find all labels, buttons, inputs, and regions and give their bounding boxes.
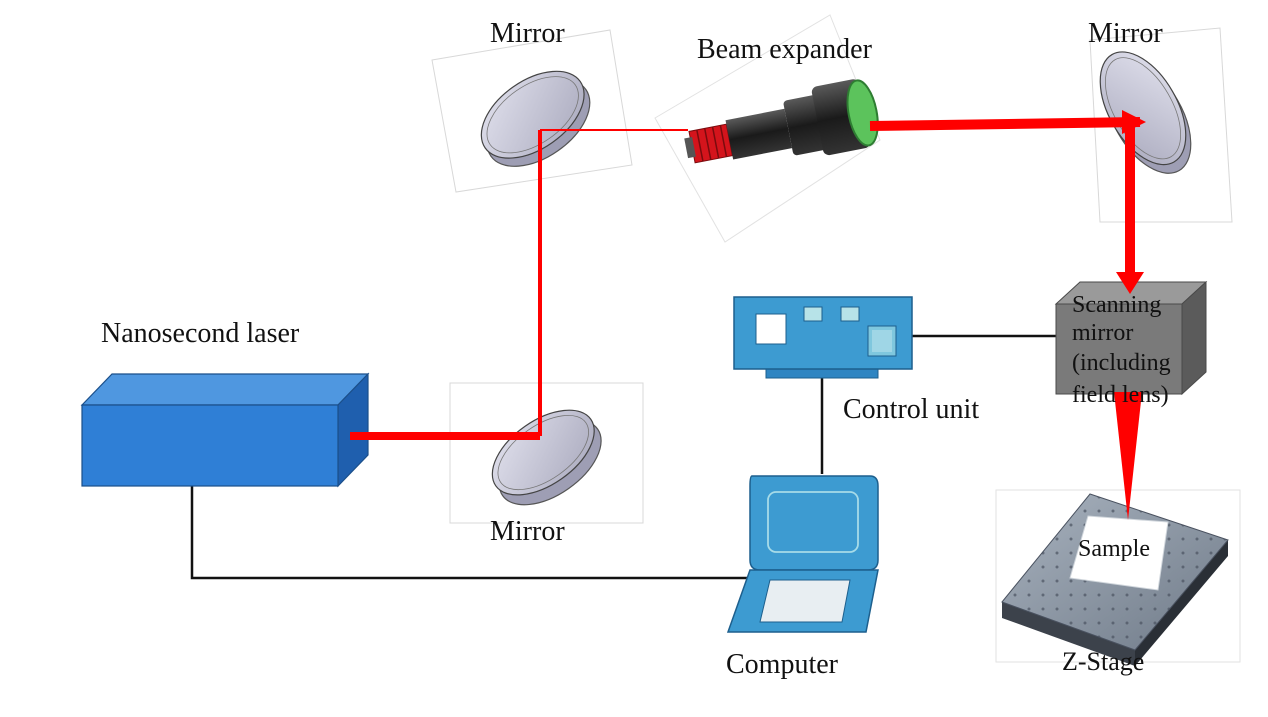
laser-beam-path bbox=[350, 110, 1146, 520]
label-z-stage: Z-Stage bbox=[1062, 647, 1144, 676]
label-beam-expander: Beam expander bbox=[697, 34, 873, 65]
label-scanning-line4: field lens) bbox=[1072, 382, 1169, 408]
computer bbox=[726, 475, 879, 633]
mirror-top-left bbox=[431, 29, 633, 193]
label-sample: Sample bbox=[1078, 536, 1150, 562]
label-control-unit: Control unit bbox=[843, 394, 979, 425]
label-scanning-line1: Scanning bbox=[1072, 292, 1161, 318]
cable-laser-to-computer bbox=[190, 486, 752, 580]
label-mirror-bottom: Mirror bbox=[490, 516, 565, 547]
nanosecond-laser bbox=[80, 372, 370, 488]
label-mirror-top-right: Mirror bbox=[1088, 18, 1163, 49]
label-nanosecond-laser: Nanosecond laser bbox=[101, 318, 300, 349]
z-stage bbox=[995, 489, 1241, 666]
label-scanning-line3: (including bbox=[1072, 350, 1171, 376]
label-computer: Computer bbox=[726, 649, 839, 680]
label-mirror-top-left: Mirror bbox=[490, 18, 565, 49]
control-unit bbox=[733, 296, 913, 379]
label-scanning-line2: mirror bbox=[1072, 320, 1133, 346]
scanning-mirror bbox=[1054, 280, 1208, 396]
mirror-bottom bbox=[449, 382, 644, 524]
